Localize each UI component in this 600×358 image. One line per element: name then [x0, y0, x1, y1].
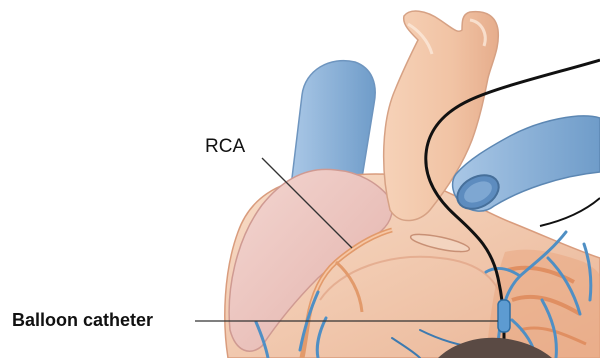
balloon-catheter-label: Balloon catheter — [12, 310, 153, 331]
rca-label: RCA — [205, 136, 245, 158]
balloon — [498, 300, 510, 332]
